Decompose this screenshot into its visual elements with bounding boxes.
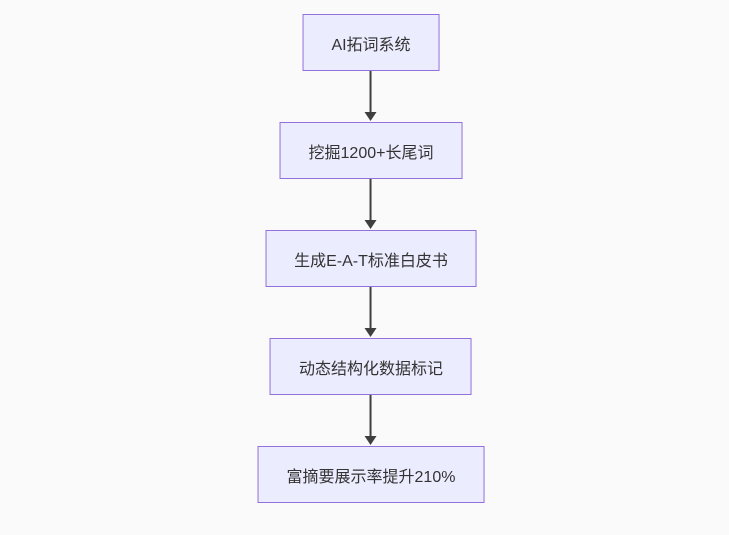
flowchart-node-step-4: 动态结构化数据标记 bbox=[269, 338, 472, 395]
arrow-down-icon bbox=[365, 220, 377, 229]
arrow-line bbox=[370, 71, 372, 113]
flowchart: AI拓词系统 挖掘1200+长尾词 生成E-A-T标准白皮书 动态结构化数据标记 bbox=[257, 14, 485, 503]
arrow-line bbox=[370, 395, 372, 437]
flowchart-node-step-1: AI拓词系统 bbox=[302, 14, 440, 71]
arrow-down-icon bbox=[365, 112, 377, 121]
arrow-line bbox=[370, 287, 372, 329]
flowchart-node-step-5: 富摘要展示率提升210% bbox=[257, 446, 485, 503]
edge-step-1-to-step-2 bbox=[365, 71, 377, 122]
arrow-down-icon bbox=[365, 328, 377, 337]
node-label: 动态结构化数据标记 bbox=[298, 360, 443, 378]
edge-step-4-to-step-5 bbox=[365, 395, 377, 446]
node-label: 富摘要展示率提升210% bbox=[286, 468, 456, 486]
flowchart-node-step-2: 挖掘1200+长尾词 bbox=[279, 122, 463, 179]
node-label: AI拓词系统 bbox=[331, 36, 411, 54]
flowchart-node-step-3: 生成E-A-T标准白皮书 bbox=[265, 230, 477, 287]
edge-step-2-to-step-3 bbox=[365, 179, 377, 230]
node-label: 挖掘1200+长尾词 bbox=[308, 144, 434, 162]
node-label: 生成E-A-T标准白皮书 bbox=[294, 252, 448, 270]
edge-step-3-to-step-4 bbox=[365, 287, 377, 338]
arrow-down-icon bbox=[365, 436, 377, 445]
arrow-line bbox=[370, 179, 372, 221]
